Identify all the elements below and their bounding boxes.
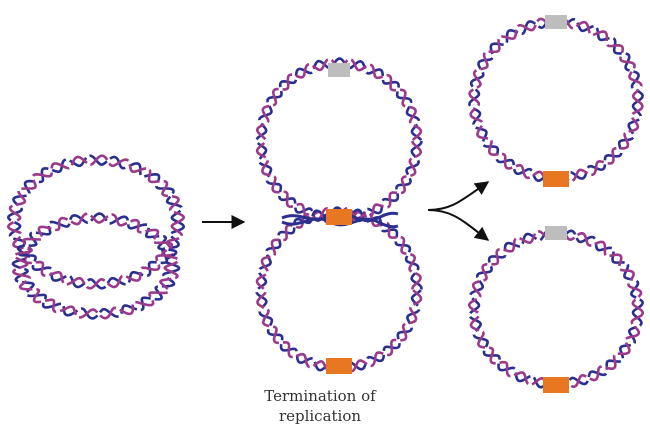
caption-line-2: replication [278, 407, 362, 425]
origin-marker [545, 15, 567, 29]
daughter-circle-top [468, 15, 644, 187]
daughter-circle-bottom [467, 226, 645, 393]
dna-strand-outer [255, 57, 423, 225]
dna-circle-left-top [6, 154, 186, 290]
caption-line-1: Termination of [264, 387, 376, 405]
origin-marker [328, 63, 350, 77]
dna-strand-inner [6, 154, 186, 290]
dna-strand-outer [255, 206, 423, 374]
crossover-strand [281, 211, 399, 223]
crossover-strand-2 [281, 217, 399, 229]
dna-strand-inner [255, 57, 423, 225]
terminus-marker [543, 171, 569, 187]
dna-circle-middle-bottom [255, 206, 423, 374]
dna-circle-right-top [468, 16, 644, 184]
dna-circle-left-bottom [11, 212, 181, 320]
dna-strand-inner [468, 16, 644, 184]
terminus-marker [326, 209, 352, 225]
interlinked-circles [6, 154, 186, 320]
terminus-marker [326, 358, 352, 374]
dna-strand-inner [12, 212, 180, 320]
dna-strand-outer [468, 228, 644, 390]
dna-circle-right-bottom [467, 228, 645, 390]
figure-eight-molecule [255, 57, 423, 374]
origin-marker [545, 226, 567, 240]
dna-strand-outer [6, 154, 186, 290]
dna-strand-outer [11, 212, 181, 320]
dna-strand-inner [467, 228, 645, 390]
dna-strand-outer [468, 16, 644, 184]
terminus-marker [543, 377, 569, 393]
dna-circle-middle-top [255, 57, 423, 225]
branching-arrow-icon [427, 181, 490, 241]
dna-strand-inner [255, 206, 423, 374]
